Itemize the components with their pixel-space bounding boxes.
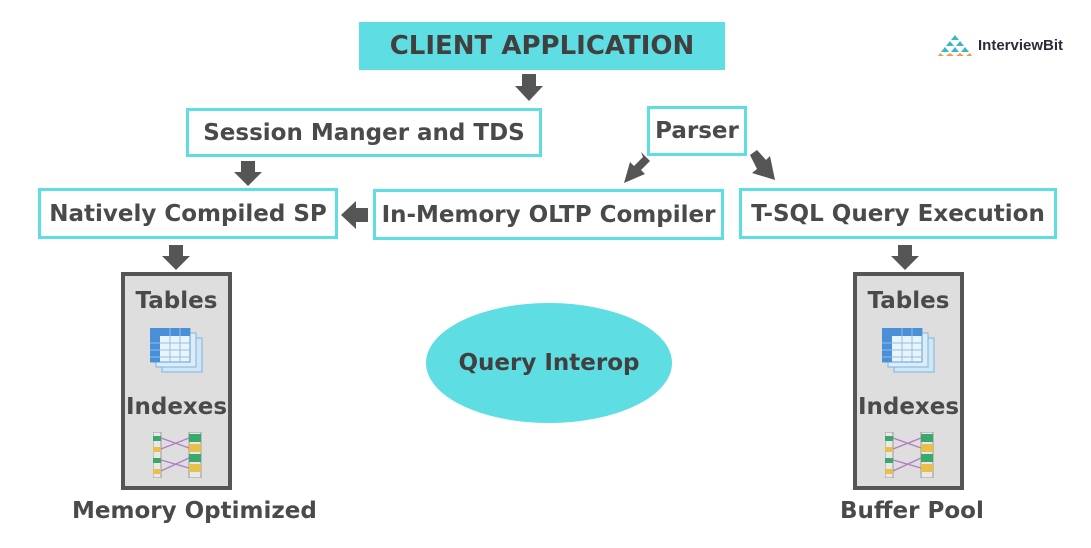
buffer-pool-tables-label: Tables [867, 288, 950, 314]
tsql-execution-label: T-SQL Query Execution [751, 200, 1045, 227]
interviewbit-logo-icon [938, 35, 972, 56]
arrow-tsql-down [891, 245, 919, 270]
client-application-label: CLIENT APPLICATION [389, 31, 695, 61]
arrow-compiler-left [341, 201, 368, 229]
logo-text: InterviewBit [978, 36, 1064, 54]
buffer-pool-store: Tables Indexes [853, 272, 964, 490]
buffer-pool-caption: Buffer Pool [840, 498, 984, 524]
query-interop-ellipse: Query Interop [426, 303, 672, 423]
memory-optimized-caption: Memory Optimized [72, 498, 317, 524]
tables-icon [150, 328, 203, 373]
session-manager-label: Session Manger and TDS [203, 119, 525, 146]
parser-label: Parser [655, 118, 739, 144]
indexes-icon [153, 432, 202, 478]
client-application-box: CLIENT APPLICATION [359, 22, 725, 70]
tsql-execution-box: T-SQL Query Execution [739, 188, 1057, 239]
interviewbit-logo: InterviewBit [938, 30, 1063, 60]
tables-icon [882, 328, 935, 373]
memory-optimized-indexes-label: Indexes [125, 394, 228, 420]
arrow-session-down [234, 161, 262, 186]
query-interop-label: Query Interop [458, 350, 640, 376]
session-manager-box: Session Manger and TDS [186, 108, 542, 157]
parser-box: Parser [647, 106, 747, 156]
arrow-parser-right-down [750, 150, 775, 180]
arrow-client-down [515, 74, 543, 101]
natively-compiled-sp-label: Natively Compiled SP [49, 200, 327, 227]
arrow-natively-down [162, 245, 190, 270]
inmemory-compiler-label: In-Memory OLTP Compiler [381, 201, 716, 228]
inmemory-compiler-box: In-Memory OLTP Compiler [373, 189, 724, 240]
arrow-parser-left-down [624, 152, 650, 183]
memory-optimized-store: Tables Indexes [121, 272, 232, 490]
natively-compiled-sp-box: Natively Compiled SP [38, 188, 338, 239]
indexes-icon [885, 432, 934, 478]
buffer-pool-indexes-label: Indexes [857, 394, 960, 420]
memory-optimized-tables-label: Tables [135, 288, 218, 314]
